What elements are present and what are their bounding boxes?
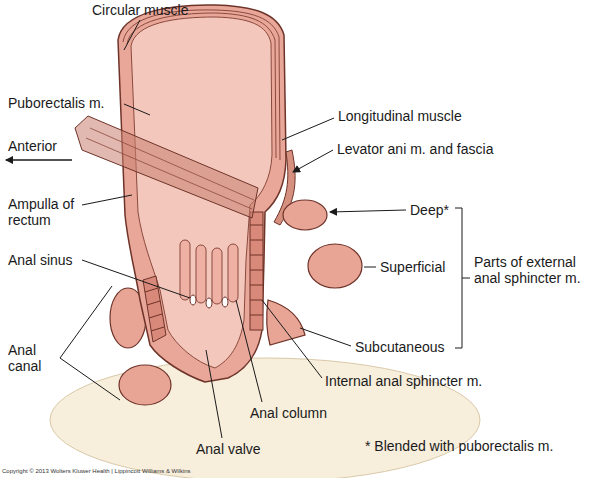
anal-sinus (206, 298, 212, 308)
anal-column (180, 240, 190, 300)
group-label: Parts of external anal sphincter m. (474, 254, 586, 286)
leader-line (60, 286, 112, 358)
anal-sinuses (190, 295, 228, 308)
stripe (250, 285, 263, 286)
leader-line (293, 150, 333, 172)
footnote: * Blended with puborectalis m. (365, 438, 553, 454)
sphincter-part-label: Subcutaneous (355, 339, 445, 355)
stripe (145, 288, 158, 292)
fiber-line (90, 128, 254, 200)
leader-line (300, 328, 351, 346)
stripe (250, 315, 263, 316)
internal-sphincter (250, 212, 263, 330)
subcutaneous-sphincter (267, 300, 305, 345)
anal-column (228, 244, 238, 302)
copyright-note: Copyright © 2013 Wolters Kluwer Health |… (2, 468, 191, 475)
anal-column (196, 245, 206, 303)
sphincter-part-label: Deep* (410, 202, 449, 218)
puborectalis-muscle (75, 116, 258, 218)
direction-arrow (6, 159, 72, 161)
leader-line (82, 260, 190, 298)
stripe (250, 300, 263, 301)
stripe (151, 327, 164, 331)
anal-column (212, 248, 222, 304)
sphincter-part (119, 365, 171, 405)
leader-line (82, 195, 132, 205)
stripe (250, 270, 263, 271)
direction-label: Anterior (8, 138, 57, 154)
internal-sphincter (250, 212, 263, 330)
leader-line (124, 104, 150, 115)
deep-sphincter (283, 200, 327, 230)
structure-label: Anal column (250, 405, 327, 421)
anal-sinus (222, 297, 228, 307)
muscle-label: Puborectalis m. (8, 95, 104, 111)
leader-line (236, 300, 262, 402)
structure-label: Anal valve (196, 441, 261, 457)
stripe (250, 225, 263, 226)
bracket (455, 208, 470, 348)
leader-line (282, 118, 334, 140)
fiber-line (86, 138, 252, 209)
anal-sinus (190, 295, 196, 305)
stripe (250, 255, 263, 256)
leader-line (124, 20, 140, 50)
leader-line (60, 358, 120, 400)
stripe (149, 314, 162, 318)
stripe (250, 240, 263, 241)
region-label: Ampulla of rectum (8, 196, 84, 228)
leader-line (262, 300, 322, 378)
anal-columns (180, 240, 238, 304)
muscle-label: Levator ani m. and fascia (337, 141, 493, 157)
structure-label: Anal sinus (8, 252, 73, 268)
muscle-label: Internal anal sphincter m. (325, 373, 482, 389)
leader-line (330, 210, 406, 212)
superficial-sphincter (308, 244, 362, 288)
muscle-label: Longitudinal muscle (338, 108, 462, 124)
sphincter-part-label: Superficial (380, 259, 445, 275)
region-label: Anal canal (8, 342, 58, 374)
stripe (147, 301, 160, 305)
muscle-label: Circular muscle (92, 2, 188, 18)
leader-line (364, 267, 376, 268)
leader-line (206, 350, 222, 438)
